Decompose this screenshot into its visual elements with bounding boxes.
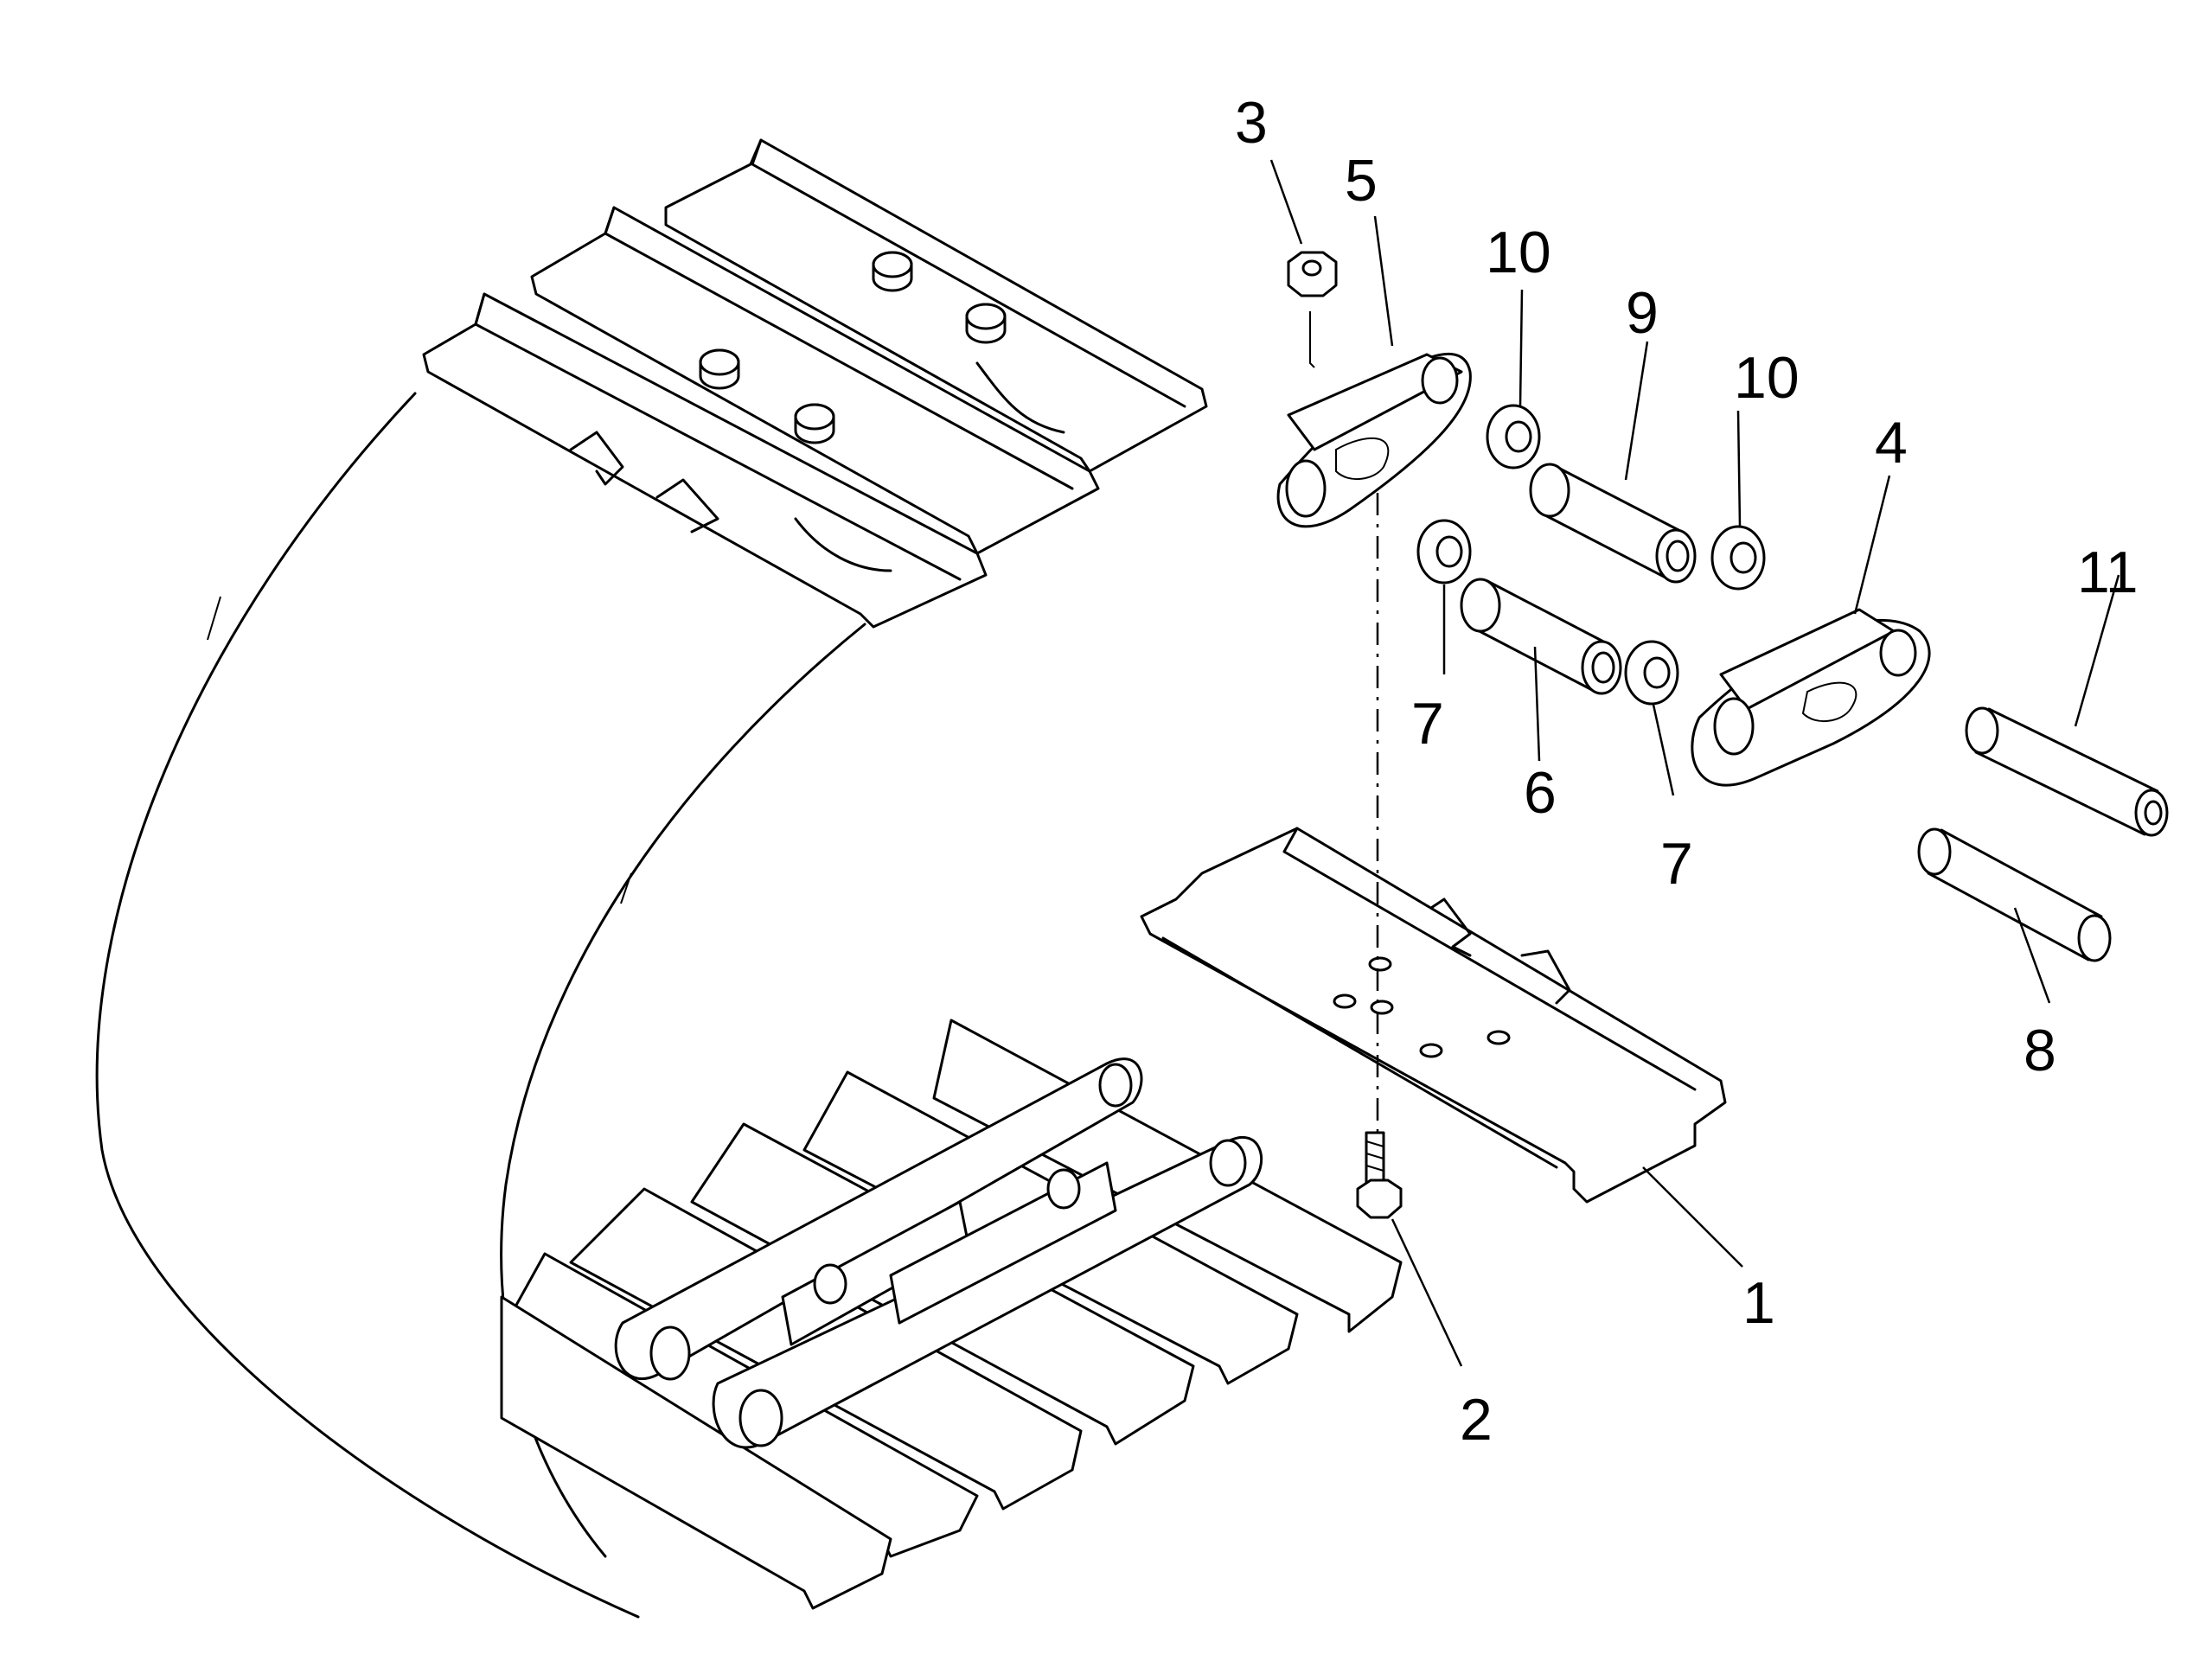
shoe-bolt: [1356, 1131, 1403, 1219]
callout-5: 5: [1345, 148, 1378, 214]
callout-9: 9: [1626, 280, 1659, 346]
seal-upper-left: [1486, 404, 1541, 470]
callout-labels: 1 2 3 4 5 6 7 7 8 9 10 10 11: [1235, 90, 2139, 1453]
callout-1: 1: [1742, 1270, 1775, 1336]
callout-10a: 10: [1486, 220, 1551, 285]
seal-lower-left: [1416, 519, 1472, 584]
callout-4: 4: [1875, 410, 1908, 476]
callout-10b: 10: [1734, 345, 1800, 411]
master-link-left: [1276, 352, 1472, 528]
callout-3: 3: [1235, 90, 1268, 156]
callout-2: 2: [1460, 1387, 1493, 1453]
seal-upper-right: [1710, 525, 1766, 591]
track-chain-links: [614, 1057, 1263, 1449]
nut: [1287, 251, 1338, 297]
callout-11: 11: [2077, 540, 2139, 605]
callout-7a: 7: [1411, 691, 1444, 757]
shoe-bolt-heads: [699, 251, 1007, 444]
track-shoe: [1140, 827, 1727, 1204]
nut-alignment-line: [1309, 311, 1315, 368]
bushing-lower: [1460, 578, 1622, 695]
pin-upper: [1965, 706, 2169, 837]
callout-7b: 7: [1660, 831, 1693, 897]
seal-lower-right: [1624, 640, 1679, 706]
callout-6: 6: [1524, 760, 1557, 826]
upper-track-shoes: [422, 138, 1208, 629]
bushing-upper: [1529, 463, 1697, 584]
leader-lines: [1269, 159, 2120, 1367]
master-link-right: [1691, 608, 1931, 787]
callout-8: 8: [2024, 1018, 2056, 1083]
pin-lower: [1917, 827, 2112, 962]
